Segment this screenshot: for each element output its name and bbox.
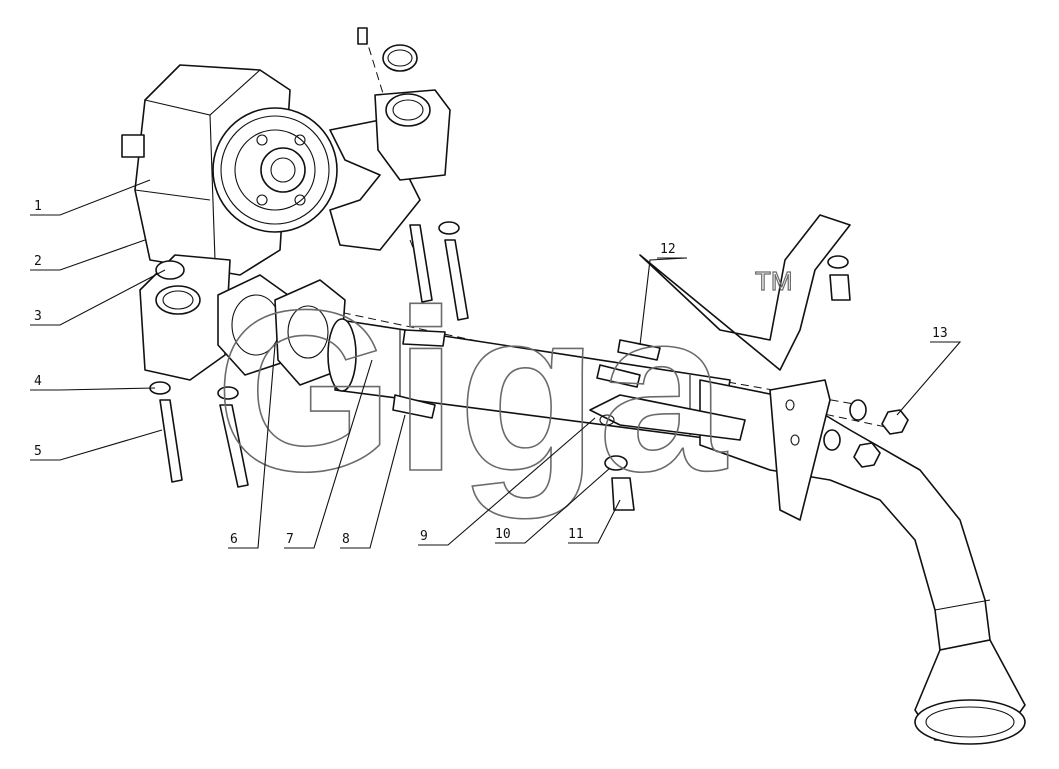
- callout-13: 13: [932, 326, 948, 341]
- o-ring-top: [382, 44, 418, 72]
- washer-bracket: [827, 255, 849, 269]
- bolt-upper-b: [444, 239, 469, 321]
- callout-10: 10: [495, 527, 511, 542]
- watermark-tm: TM: [755, 266, 793, 296]
- nut-13a: [881, 409, 909, 435]
- callout-1: 1: [34, 199, 42, 214]
- nut-13b: [853, 442, 881, 468]
- callout-7: 7: [286, 532, 294, 547]
- callout-3: 3: [34, 309, 42, 324]
- bolt-12b: [596, 364, 641, 388]
- callout-numbers: 1 2 3 4 5 6 7 8 9 10 11 12 13: [34, 199, 948, 547]
- washer-upper: [438, 221, 460, 235]
- outlet-pipe: [329, 89, 451, 251]
- watermark: Giga TM: [214, 261, 793, 520]
- callout-11: 11: [568, 527, 584, 542]
- callout-5: 5: [34, 444, 42, 459]
- callout-8: 8: [342, 532, 350, 547]
- washer-4b: [217, 386, 239, 400]
- washer-13a: [849, 399, 867, 421]
- bolt-11: [611, 477, 635, 511]
- bolt-12a: [617, 339, 661, 361]
- callout-4: 4: [34, 374, 42, 389]
- washers-and-nuts: [149, 221, 909, 471]
- bolts: [159, 224, 851, 511]
- callout-9: 9: [420, 529, 428, 544]
- callout-6: 6: [230, 532, 238, 547]
- callout-2: 2: [34, 254, 42, 269]
- pin-8b: [392, 394, 436, 419]
- mounting-bracket: [589, 214, 851, 521]
- bolt-5b: [219, 404, 249, 488]
- washer-10: [604, 455, 628, 471]
- bolt-upper-a: [409, 224, 433, 303]
- leader-lines: [30, 179, 962, 549]
- bolt-5a: [159, 399, 183, 483]
- top-pin: [357, 27, 368, 45]
- inlet-flange-block: [139, 254, 231, 381]
- strainer-pipe: [699, 379, 1026, 745]
- bolt-bracket: [829, 274, 851, 301]
- callout-12: 12: [660, 242, 676, 257]
- watermark-text: Giga: [215, 262, 728, 519]
- drive-gear: [212, 107, 338, 233]
- pin-8a: [402, 329, 446, 347]
- washer-13b: [823, 429, 841, 451]
